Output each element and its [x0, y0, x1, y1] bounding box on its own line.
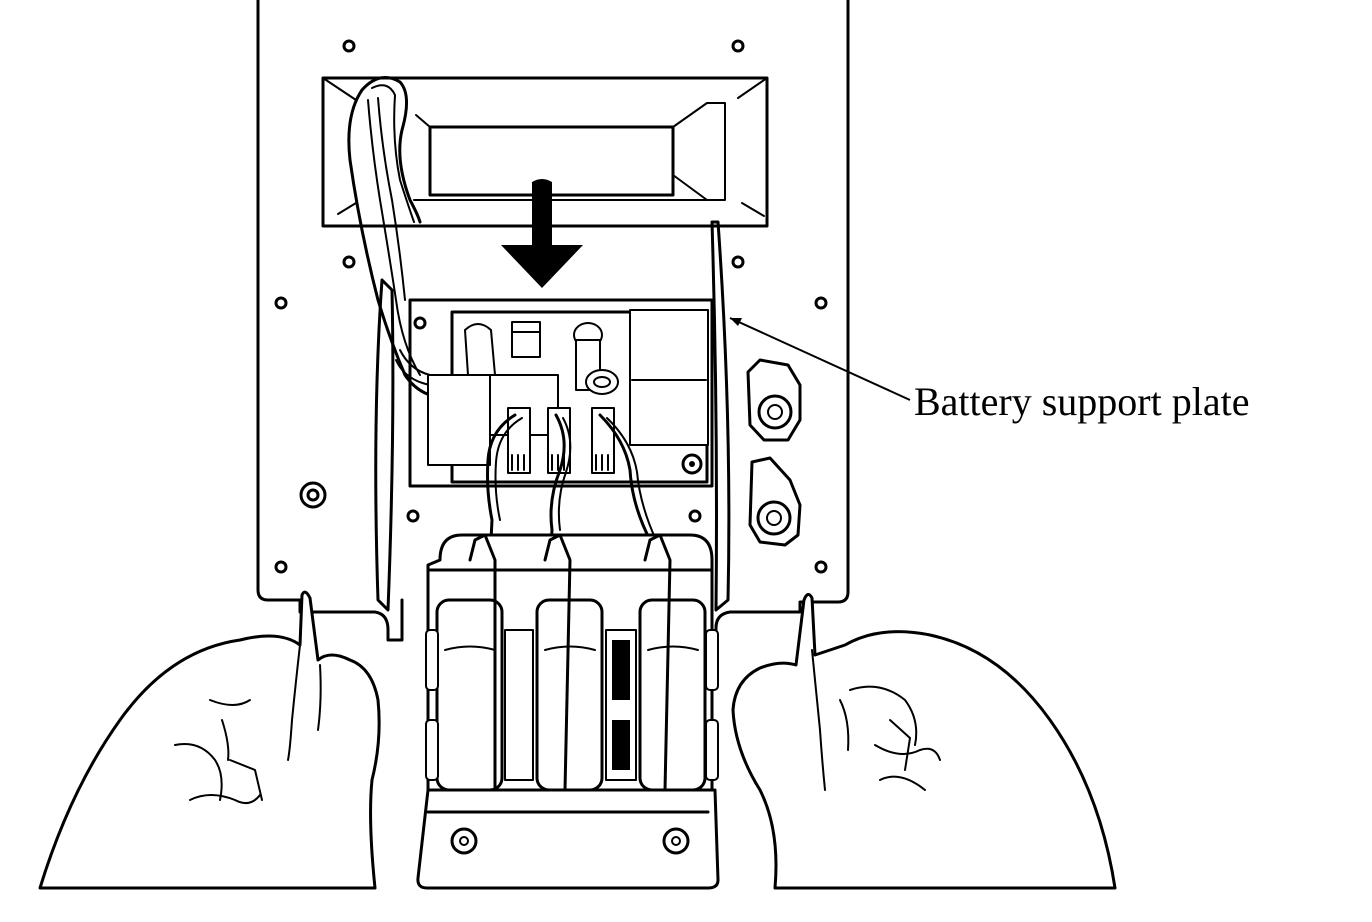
hex-nuts [746, 358, 802, 547]
wire-harness [347, 76, 432, 397]
battery-pack [416, 533, 720, 890]
insert-direction-arrow [501, 179, 583, 288]
mounting-holes [274, 39, 828, 574]
side-rails [374, 220, 731, 612]
callout-leader [729, 317, 911, 401]
battery-support-plate [408, 298, 714, 488]
mounting-panel [256, 0, 850, 642]
right-hand [731, 593, 1117, 890]
left-hand [38, 590, 381, 890]
battery-cables [486, 413, 662, 567]
callout-label-battery-support-plate: Battery support plate [914, 379, 1250, 424]
